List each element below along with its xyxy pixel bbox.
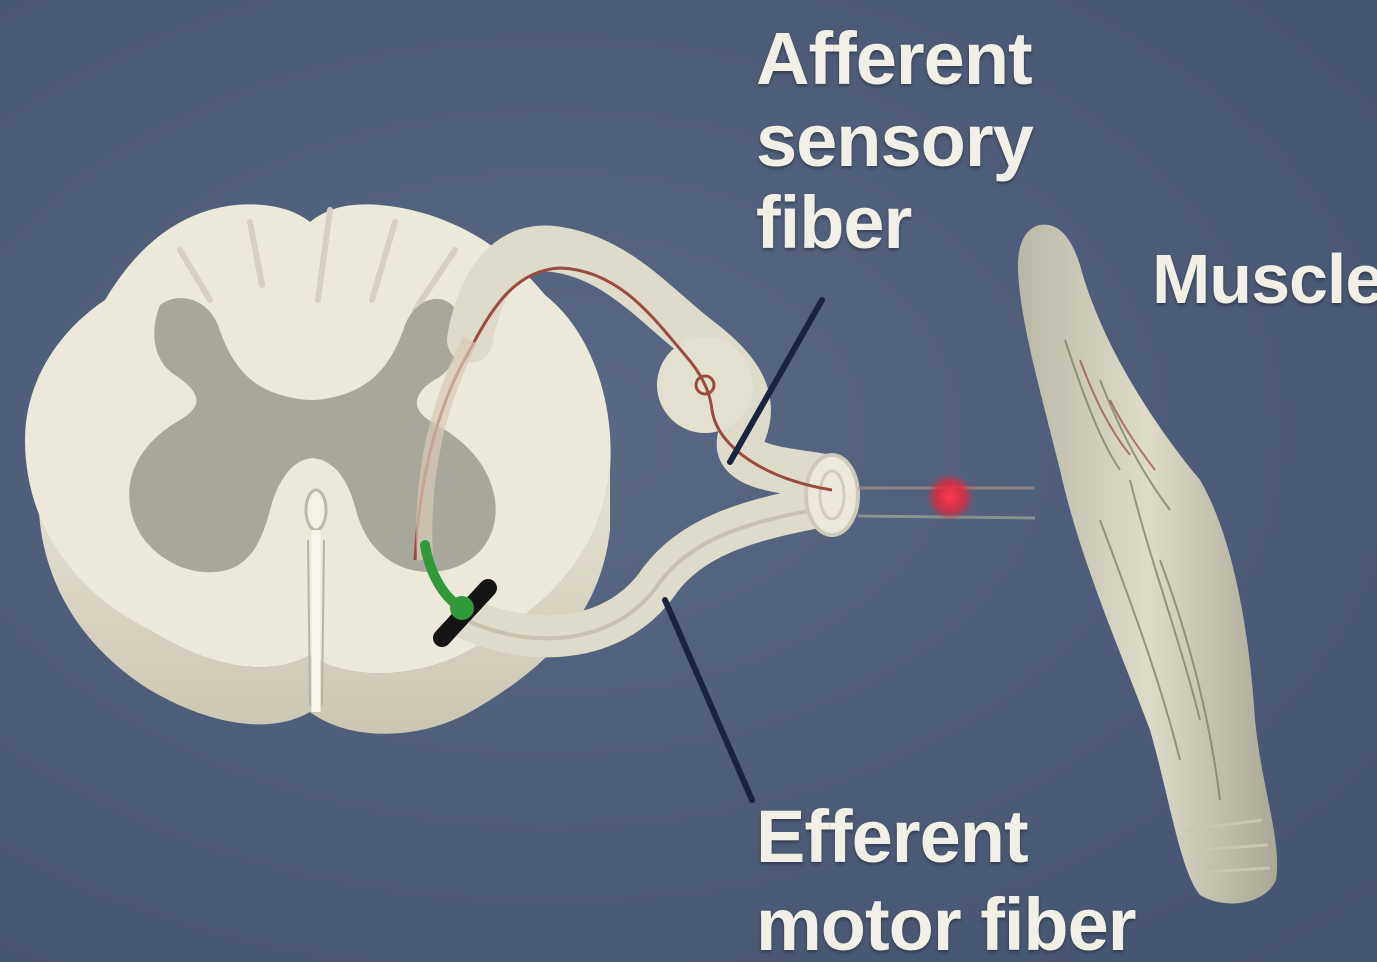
efferent-leader-line [665,600,752,800]
efferent-motor-fiber-label: Efferent motor fiber [756,800,1136,962]
efferent-label-line-2: motor fiber [756,888,1136,962]
afferent-label-line-3: fiber [756,186,1033,268]
afferent-label-line-1: Afferent [756,22,1033,104]
peripheral-nerve [858,473,1035,521]
nerve-impulse-icon [926,473,974,521]
afferent-sensory-fiber-label: Afferent sensory fiber [756,22,1033,268]
muscle-label: Muscle [1152,244,1377,314]
afferent-label-line-2: sensory [756,104,1033,186]
efferent-label-line-1: Efferent [756,800,1136,888]
